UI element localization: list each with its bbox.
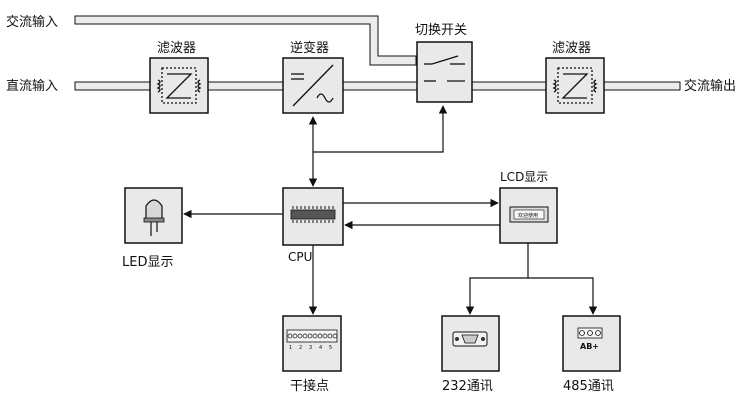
transfer-switch-label: 切换开关 (415, 23, 467, 38)
rs485-terminal-text: AB+ (580, 342, 599, 351)
filter-left-block (149, 57, 209, 114)
switch-icon (424, 55, 465, 82)
lcd-icon: 欢迎使用 (509, 206, 549, 223)
db9-connector-icon (452, 331, 488, 347)
cpu-block (282, 187, 344, 246)
lcd-display-label: LCD显示 (500, 170, 548, 184)
filter-icon (552, 67, 598, 104)
rs232-block (441, 315, 500, 372)
cpu-label: CPU (288, 250, 312, 264)
terminal-icon: AB+ (577, 327, 603, 351)
dc-input-label: 直流输入 (6, 78, 58, 94)
lcd-to-485-arrow (528, 277, 598, 315)
filter-right-label: 滤波器 (552, 41, 591, 56)
cpu-switch-link (313, 105, 448, 153)
rs485-block: AB+ (562, 315, 621, 372)
ac-input-label: 交流输入 (6, 14, 58, 30)
dry-contact-block: 1 2 3 4 5 (282, 315, 342, 372)
terminal-number: 2 (299, 345, 302, 351)
terminal-number: 5 (329, 345, 332, 351)
ac-output-label: 交流输出 (684, 78, 736, 94)
lcd-to-232-arrow (465, 243, 529, 315)
terminal-number: 4 (319, 345, 322, 351)
dry-contact-label: 干接点 (290, 378, 329, 394)
led-display-block (124, 187, 183, 244)
lcd-screen-text: 欢迎使用 (518, 212, 538, 219)
terminal-number: 1 (289, 345, 292, 351)
filter-right-block (545, 57, 605, 114)
led-icon (143, 199, 165, 236)
transfer-switch-block (416, 41, 473, 103)
inverter-label: 逆变器 (290, 40, 329, 56)
filter-left-label: 滤波器 (157, 41, 196, 56)
inverter-block (282, 57, 344, 114)
filter-icon (156, 67, 202, 104)
inverter-icon (291, 64, 334, 107)
chip-icon (290, 206, 336, 223)
led-display-label: LED显示 (122, 255, 173, 270)
terminal-block-icon: 1 2 3 4 5 (286, 329, 338, 351)
rs485-label: 485通讯 (563, 379, 614, 394)
rs232-label: 232通讯 (442, 379, 493, 394)
ac-input-bus (74, 15, 417, 66)
terminal-number: 3 (309, 345, 312, 351)
lcd-display-block: 欢迎使用 (499, 187, 558, 244)
